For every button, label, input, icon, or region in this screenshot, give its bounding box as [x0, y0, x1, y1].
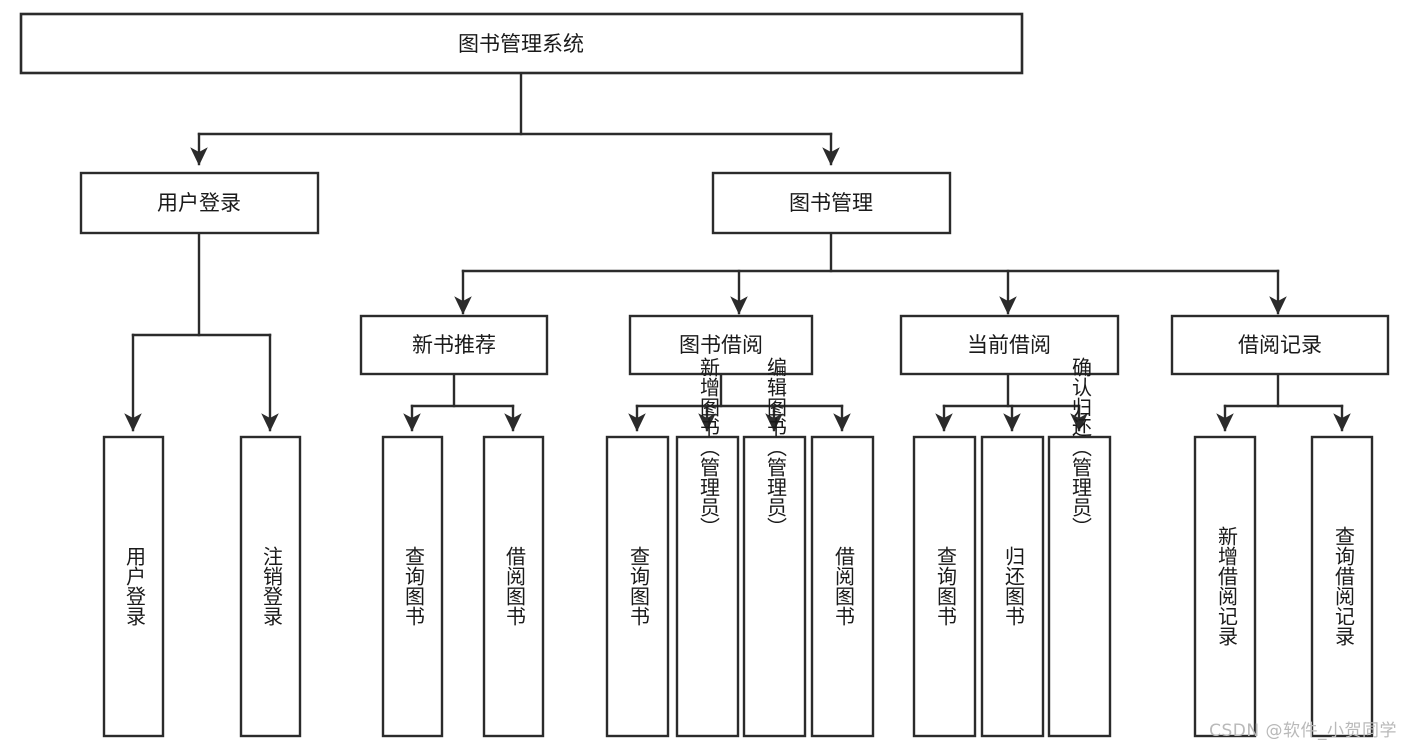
node-borrow-records[interactable]: 借阅记录 [1170, 314, 1390, 376]
leaf-current-1-box[interactable] [912, 435, 977, 738]
node-borrow-records-box[interactable] [1170, 314, 1390, 376]
leaf-borrow-2[interactable]: 新增图书（管理员） [675, 357, 740, 738]
leaf-user-login-1-box[interactable] [102, 435, 165, 738]
leaf-borrow-1[interactable]: 查询图书 [605, 435, 670, 738]
leaf-current-1[interactable]: 查询图书 [912, 435, 977, 738]
node-root-box[interactable] [19, 12, 1024, 75]
node-book-manage-box[interactable] [711, 171, 952, 235]
node-root[interactable]: 图书管理系统 [19, 12, 1024, 75]
node-current-borrow[interactable]: 当前借阅 [899, 314, 1120, 376]
leaf-borrow-3[interactable]: 编辑图书（管理员） [742, 357, 807, 738]
leaf-current-3-box[interactable] [1047, 435, 1112, 738]
node-current-borrow-label: 当前借阅 [967, 333, 1051, 357]
leaf-records-2-label: 查询借阅记录 [1332, 526, 1356, 646]
leaf-user-login-2[interactable]: 注销登录 [239, 435, 302, 738]
leaf-user-login-2-box[interactable] [239, 435, 302, 738]
leaf-current-3-label: 确认归还（管理员） [1069, 357, 1093, 537]
node-new-book-recommend-label: 新书推荐 [412, 333, 496, 357]
leaf-user-login-1[interactable]: 用户登录 [102, 435, 165, 738]
leaf-borrow-4-box[interactable] [810, 435, 875, 738]
node-user-login[interactable]: 用户登录 [79, 171, 320, 235]
leaf-borrow-1-label: 查询图书 [627, 546, 651, 626]
connector-layer [124, 71, 1351, 432]
node-book-borrow-label: 图书借阅 [679, 333, 763, 357]
node-new-book-recommend-box[interactable] [359, 314, 549, 376]
leaf-borrow-2-box[interactable] [675, 435, 740, 738]
leaf-current-2-label: 归还图书 [1002, 546, 1026, 626]
leaf-current-2[interactable]: 归还图书 [980, 435, 1045, 738]
leaf-records-2[interactable]: 查询借阅记录 [1310, 435, 1374, 738]
leaf-current-1-label: 查询图书 [934, 546, 958, 626]
node-book-manage[interactable]: 图书管理 [711, 171, 952, 235]
leaf-new-book-1[interactable]: 查询图书 [381, 435, 444, 738]
node-user-login-label: 用户登录 [157, 191, 241, 215]
node-user-login-box[interactable] [79, 171, 320, 235]
leaf-borrow-3-box[interactable] [742, 435, 807, 738]
leaf-new-book-1-label: 查询图书 [402, 546, 426, 626]
leaf-records-1-box[interactable] [1193, 435, 1257, 738]
node-new-book-recommend[interactable]: 新书推荐 [359, 314, 549, 376]
leaf-borrow-1-box[interactable] [605, 435, 670, 738]
node-book-borrow[interactable]: 图书借阅 [628, 314, 814, 376]
leaf-borrow-4-label: 借阅图书 [832, 546, 856, 626]
leaf-new-book-1-box[interactable] [381, 435, 444, 738]
leaf-new-book-2[interactable]: 借阅图书 [482, 435, 545, 738]
leaf-borrow-4[interactable]: 借阅图书 [810, 435, 875, 738]
leaf-new-book-2-label: 借阅图书 [503, 546, 527, 626]
node-borrow-records-label: 借阅记录 [1238, 333, 1322, 357]
node-book-manage-label: 图书管理 [789, 191, 873, 215]
leaf-user-login-1-label: 用户登录 [123, 546, 147, 626]
node-root-label: 图书管理系统 [458, 32, 584, 56]
leaf-borrow-2-label: 新增图书（管理员） [697, 357, 721, 537]
leaf-new-book-2-box[interactable] [482, 435, 545, 738]
leaf-current-2-box[interactable] [980, 435, 1045, 738]
node-current-borrow-box[interactable] [899, 314, 1120, 376]
leaf-records-1-label: 新增借阅记录 [1215, 526, 1239, 646]
leaf-records-1[interactable]: 新增借阅记录 [1193, 435, 1257, 738]
leaf-records-2-box[interactable] [1310, 435, 1374, 738]
leaf-user-login-2-label: 注销登录 [260, 546, 284, 626]
leaf-current-3[interactable]: 确认归还（管理员） [1047, 357, 1112, 738]
leaf-borrow-3-label: 编辑图书（管理员） [764, 357, 788, 537]
node-book-borrow-box[interactable] [628, 314, 814, 376]
